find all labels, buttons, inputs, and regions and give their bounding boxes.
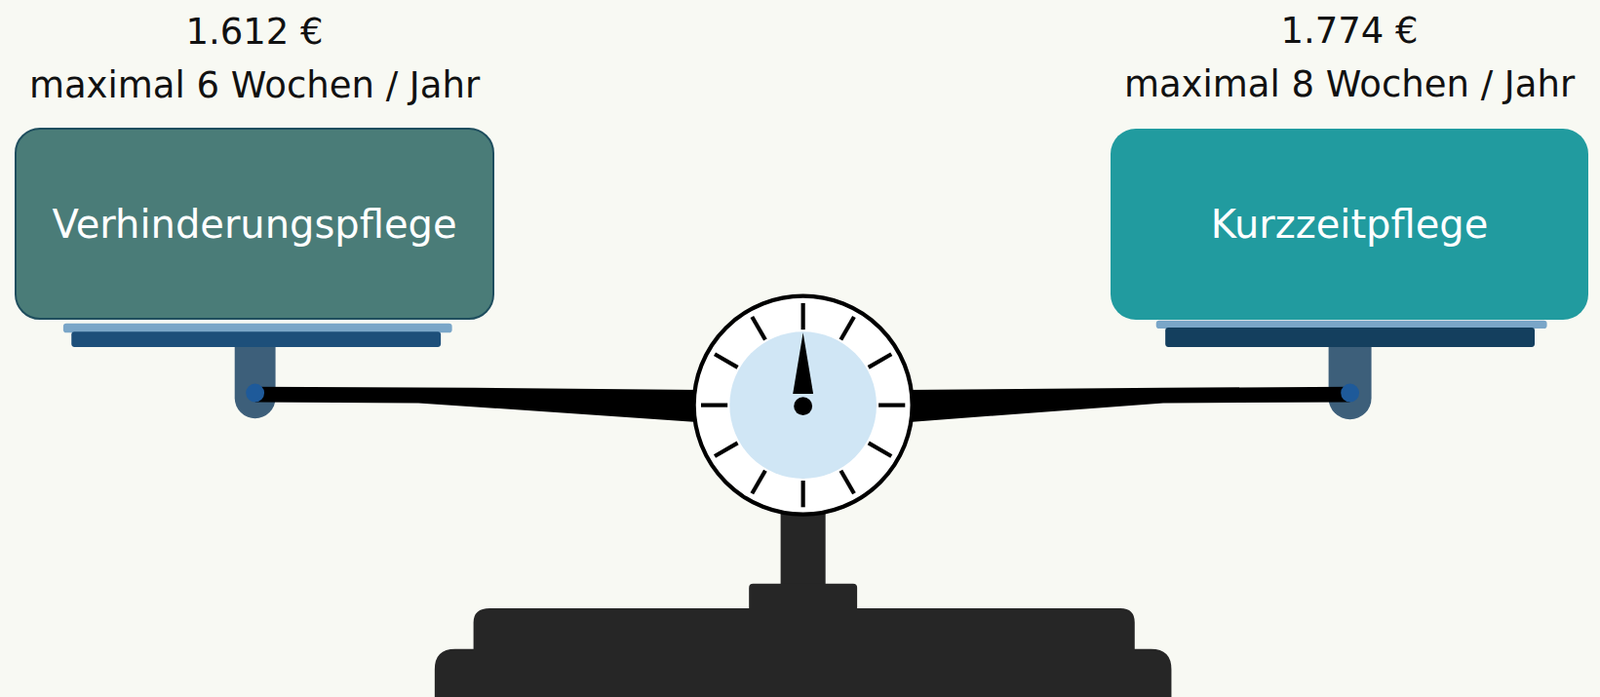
gauge-tick (868, 353, 893, 368)
care-box: 1.774 €maximal 8 Wochen / JahrKurzzeitpf… (1110, 128, 1589, 320)
gauge-tick (701, 403, 728, 408)
gauge-tick (801, 303, 806, 330)
scale-stand (748, 584, 858, 609)
plate-post (234, 347, 276, 419)
box-heading: 1.774 € (1052, 5, 1600, 57)
plate-post (1328, 347, 1372, 420)
scale-stand (780, 509, 826, 587)
gauge-tick (714, 353, 739, 368)
gauge-tick (751, 470, 766, 495)
scale-plate (63, 323, 453, 333)
scale-beam (255, 387, 704, 424)
pivot-dot (245, 384, 265, 403)
box-label: Kurzzeitpflege (1210, 201, 1489, 247)
scale-gauge (694, 296, 913, 515)
gauge-needle (792, 332, 814, 394)
gauge-tick (868, 442, 893, 457)
care-box: 1.612 €maximal 6 Wochen / JahrVerhinderu… (14, 127, 495, 320)
pivot-dot (1340, 384, 1360, 403)
scale-beam (902, 387, 1350, 424)
gauge-tick (714, 442, 739, 457)
gauge-tick (801, 480, 806, 508)
needle-hub (793, 396, 813, 416)
gauge-ticks (701, 303, 905, 508)
gauge-face (729, 331, 877, 479)
gauge-tick (878, 403, 905, 408)
gauge-tick (751, 316, 766, 341)
box-heading: maximal 8 Wochen / Jahr (1052, 59, 1600, 111)
scale-base (434, 608, 1172, 697)
scale-plate (71, 331, 441, 348)
gauge-tick (840, 470, 855, 495)
box-heading: maximal 6 Wochen / Jahr (0, 60, 551, 112)
scale-plate (1156, 320, 1548, 329)
gauge-tick (840, 316, 855, 341)
scale-plate (1165, 327, 1535, 348)
box-label: Verhinderungspflege (52, 201, 458, 247)
box-heading: 1.612 € (0, 6, 551, 58)
